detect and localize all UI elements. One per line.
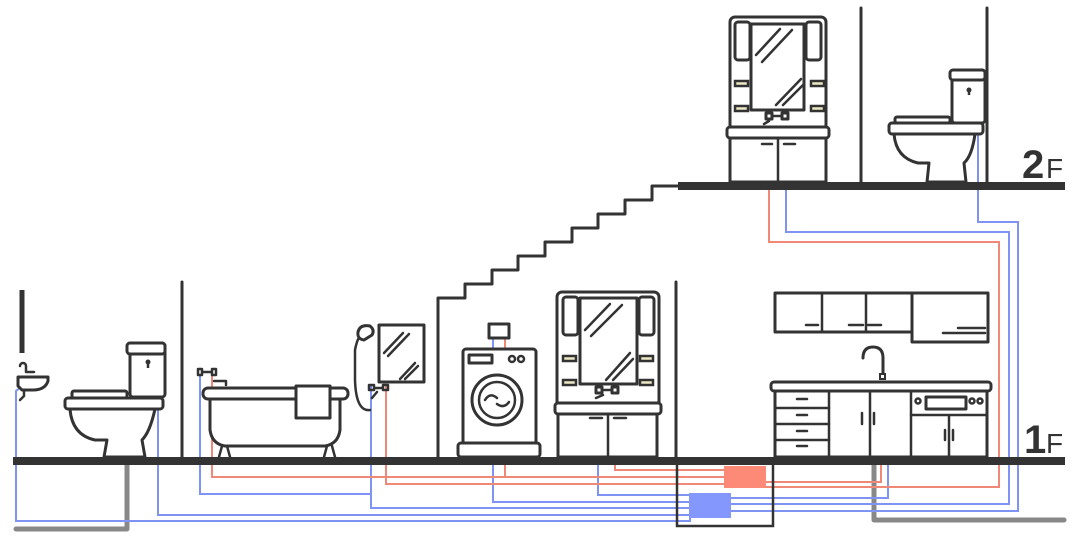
kitchen-faucet-icon	[861, 345, 886, 380]
floor-label-1f: 1 F	[1024, 418, 1063, 462]
staircase	[436, 184, 680, 322]
handwash-sink-icon	[16, 290, 50, 402]
cold-pipe-toilet-2f	[730, 133, 1019, 512]
kitchen-cabinets-icon	[773, 291, 990, 344]
drain-pipe-left	[13, 459, 130, 532]
floor-2f-slab	[678, 182, 1065, 190]
floor-1f-slab	[13, 457, 1065, 465]
hot-pipe-vanity-2f	[766, 117, 1000, 488]
drain-pipes	[13, 459, 1067, 532]
toilet-1f-icon	[63, 341, 167, 459]
cold-pipe-vanity-2f	[730, 117, 1010, 505]
hot-pipe-shower	[385, 385, 726, 485]
floor-suffix: F	[1046, 428, 1063, 459]
floor-number: 2	[1022, 143, 1044, 187]
cold-pipe-toilet-1f	[157, 409, 690, 516]
bathtub-icon	[196, 367, 350, 459]
floor-suffix: F	[1046, 153, 1063, 184]
building-structure	[13, 6, 1065, 465]
floor-number: 1	[1024, 418, 1046, 462]
bathroom-mirror-icon	[377, 323, 426, 384]
kitchen-counter-icon	[769, 380, 993, 459]
toilet-2f-icon	[887, 68, 987, 184]
vanity-1f-icon	[553, 290, 663, 459]
shower-icon	[353, 324, 390, 412]
cold-water-header	[689, 493, 731, 518]
floor-label-2f: 2 F	[1022, 143, 1063, 187]
vanity-2f-icon	[725, 15, 831, 184]
hot-water-header	[724, 466, 766, 488]
washing-machine-icon	[456, 322, 542, 459]
